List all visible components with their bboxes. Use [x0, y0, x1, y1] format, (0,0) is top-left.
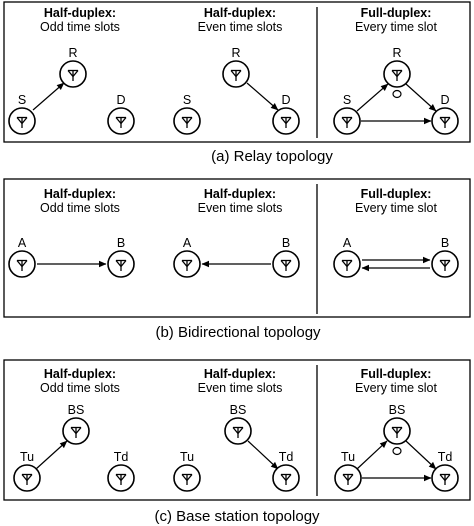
- link-arrow: [405, 83, 437, 112]
- node-label: D: [440, 93, 449, 107]
- antenna-icon: [383, 417, 411, 445]
- panel-frame: [3, 1, 471, 143]
- antenna-icon: [8, 250, 36, 278]
- antenna-icon: [383, 60, 411, 88]
- node-label: B: [282, 236, 290, 250]
- antenna-icon: [62, 417, 90, 445]
- mode-subtitle: Odd time slots: [40, 201, 120, 215]
- node-label: BS: [68, 403, 85, 417]
- antenna-icon: [173, 250, 201, 278]
- node-label: A: [183, 236, 192, 250]
- panel-frame: [3, 178, 471, 318]
- antenna-icon: [431, 107, 459, 135]
- panel-frame: [3, 359, 471, 501]
- node-label: S: [343, 93, 351, 107]
- antenna-icon: [107, 464, 135, 492]
- mode-subtitle: Even time slots: [198, 381, 283, 395]
- mode-title: Full-duplex:: [361, 367, 432, 381]
- node-label: BS: [230, 403, 247, 417]
- antenna-icon: [173, 464, 201, 492]
- panel-caption: (a) Relay topology: [211, 148, 333, 165]
- node-label: Td: [114, 450, 129, 464]
- link-arrow: [356, 440, 388, 470]
- mode-subtitle: Even time slots: [198, 20, 283, 34]
- antenna-icon: [8, 107, 36, 135]
- node-label: B: [117, 236, 125, 250]
- panel-bidirectional: Half-duplex: Odd time slots Half-duplex:…: [3, 178, 471, 341]
- node-label: Tu: [180, 450, 194, 464]
- antenna-icon: [334, 464, 362, 492]
- node-label: R: [231, 46, 240, 60]
- mode-title: Half-duplex:: [44, 367, 116, 381]
- node-label: D: [281, 93, 290, 107]
- mode-title: Full-duplex:: [361, 6, 432, 20]
- mode-subtitle: Every time slot: [355, 381, 437, 395]
- mode-title: Half-duplex:: [204, 187, 276, 201]
- node-label: A: [18, 236, 27, 250]
- node-label: Tu: [20, 450, 34, 464]
- link-arrow: [35, 440, 68, 470]
- panel-base-station: Half-duplex: Odd time slots Half-duplex:…: [3, 359, 471, 525]
- mode-subtitle: Odd time slots: [40, 20, 120, 34]
- panel-relay: Half-duplex: Odd time slots Half-duplex:…: [3, 1, 471, 165]
- antenna-icon: [222, 60, 250, 88]
- link-arrow: [246, 82, 279, 111]
- node-label: Td: [279, 450, 294, 464]
- antenna-icon: [333, 250, 361, 278]
- antenna-icon: [272, 464, 300, 492]
- antenna-icon: [13, 464, 41, 492]
- antenna-icon: [431, 250, 459, 278]
- node-label: Td: [438, 450, 453, 464]
- antenna-icon: [173, 107, 201, 135]
- link-arrow: [356, 83, 389, 112]
- mode-title: Half-duplex:: [44, 187, 116, 201]
- antenna-icon: [59, 60, 87, 88]
- link-arrow: [247, 440, 279, 470]
- antenna-icon: [333, 107, 361, 135]
- node-label: R: [68, 46, 77, 60]
- node-label: Tu: [341, 450, 355, 464]
- node-label: B: [441, 236, 449, 250]
- antenna-icon: [272, 250, 300, 278]
- node-label: D: [116, 93, 125, 107]
- antenna-icon: [107, 107, 135, 135]
- link-arrow: [32, 82, 65, 111]
- mode-title: Half-duplex:: [204, 367, 276, 381]
- node-label: R: [392, 46, 401, 60]
- panel-caption: (b) Bidirectional topology: [155, 324, 321, 341]
- node-label: A: [343, 236, 352, 250]
- mode-title: Half-duplex:: [44, 6, 116, 20]
- panel-caption: (c) Base station topology: [154, 508, 320, 525]
- self-interference-loop-icon: [392, 89, 402, 99]
- node-label: S: [18, 93, 26, 107]
- self-interference-loop-icon: [392, 446, 402, 456]
- antenna-icon: [431, 464, 459, 492]
- mode-title: Half-duplex:: [204, 6, 276, 20]
- antenna-icon: [272, 107, 300, 135]
- mode-title: Full-duplex:: [361, 187, 432, 201]
- node-label: BS: [389, 403, 406, 417]
- mode-subtitle: Even time slots: [198, 201, 283, 215]
- link-arrow: [405, 440, 437, 470]
- mode-subtitle: Every time slot: [355, 201, 437, 215]
- mode-subtitle: Every time slot: [355, 20, 437, 34]
- antenna-icon: [224, 417, 252, 445]
- mode-subtitle: Odd time slots: [40, 381, 120, 395]
- antenna-icon: [107, 250, 135, 278]
- node-label: S: [183, 93, 191, 107]
